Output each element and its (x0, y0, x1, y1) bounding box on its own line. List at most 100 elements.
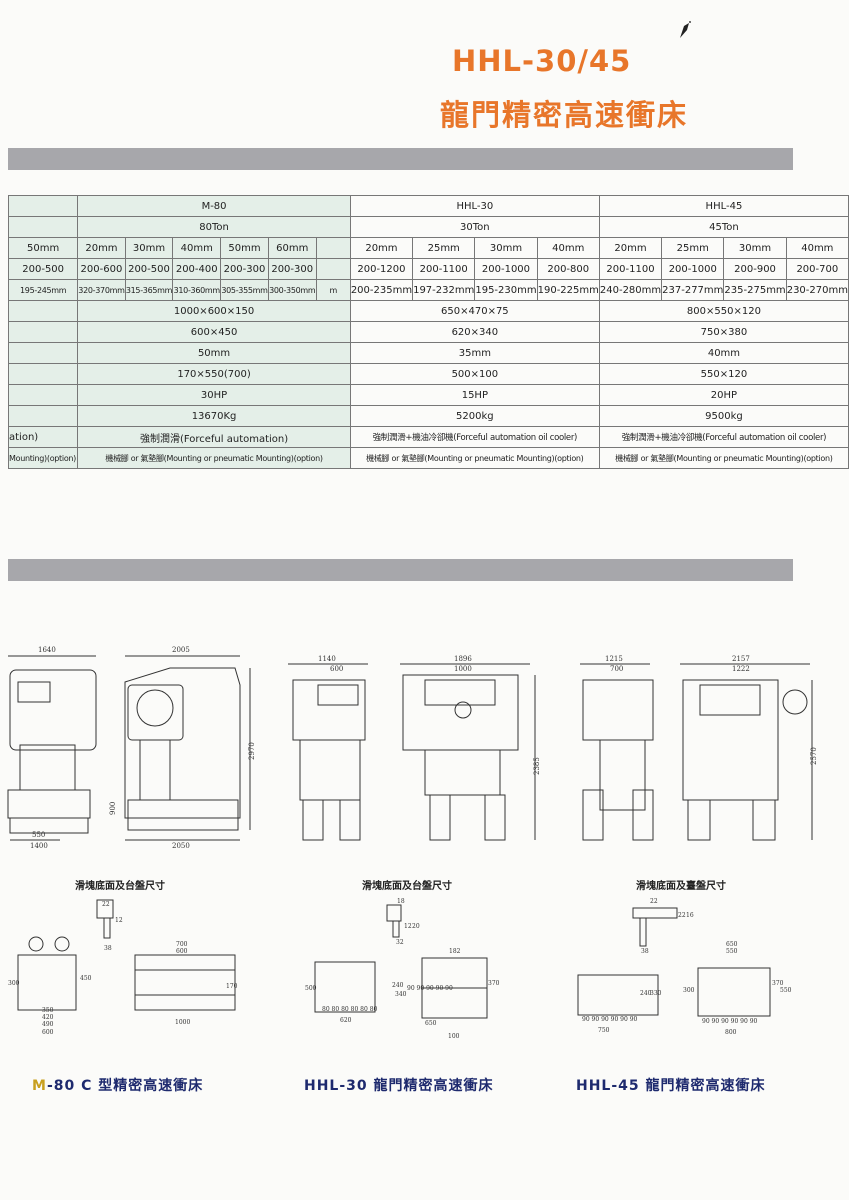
adjust-m80: 50mm (77, 342, 351, 364)
weight-hhl45: 9500kg (598, 405, 849, 427)
spm-cell: 200-800 (536, 258, 600, 280)
spm-cell: 200-600 (77, 258, 126, 280)
dim-hhl30-2385: 2385 (533, 757, 541, 775)
die-height-cell: 237-277mm (661, 279, 725, 301)
dim-hhl45-2157: 2157 (732, 655, 750, 663)
dim: 22 (678, 912, 686, 919)
spm-cell: 200-500 (7, 258, 79, 280)
bolster-hhl45: 800×550×120 (598, 300, 849, 322)
motor-hhl30: 15HP (349, 384, 600, 406)
dim: 18 (397, 898, 405, 905)
dim: 240 (392, 982, 404, 989)
die-height-cell: 200-235mm (349, 279, 414, 301)
table-row: 170×550(700) 500×100 550×120 (7, 363, 849, 385)
table-row: Mounting)(option) 機械腳 or 氣墊腳(Mounting or… (7, 447, 849, 469)
dim: 38 (104, 945, 112, 952)
dim: 90 90 90 90 90 90 (582, 1016, 638, 1023)
table-row: 50mm 20mm 30mm 40mm 50mm 60mm 20mm 25mm … (7, 237, 849, 259)
dim: 22 (102, 901, 110, 908)
model-name-m80: M-80 (77, 195, 351, 217)
dim: 420 (42, 1014, 54, 1021)
dim: 300 (683, 987, 695, 994)
spm-cell: 200-1000 (474, 258, 538, 280)
table-row: 200-500 200-600 200-500 200-400 200-300 … (7, 258, 849, 280)
spm-cell: 200-400 (172, 258, 222, 280)
dim: 340 (395, 991, 407, 998)
dim: 650 (425, 1020, 437, 1027)
lubrication-lead: ation) (7, 426, 79, 448)
dim: 240 (640, 990, 652, 997)
dim-m80-550: 550 (32, 831, 45, 839)
opening-hhl45: 550×120 (598, 363, 849, 385)
dim: 750 (598, 1027, 610, 1034)
stroke-cell: 30mm (124, 237, 174, 259)
dim-m80-1400: 1400 (30, 842, 48, 850)
stroke-cell: 50mm (7, 237, 79, 259)
stroke-cell: 50mm (220, 237, 269, 259)
footer-m80-label: -80 C 型精密高速衝床 (46, 1078, 204, 1094)
table-row: 30HP 15HP 20HP (7, 384, 849, 406)
dim: 80 80 80 80 80 80 (322, 1006, 378, 1013)
adjust-hhl45: 40mm (598, 342, 849, 364)
hhl45-sub-drawing: 22 22 16 38 240 330 90 90 90 90 90 90 75… (577, 898, 792, 1036)
stroke-cell: 25mm (661, 237, 725, 259)
dim: 20 (412, 923, 420, 930)
capacity-hhl30: 30Ton (349, 216, 600, 238)
spm-cell: 200-300 (267, 258, 317, 280)
stroke-cell: 30mm (723, 237, 787, 259)
dim-hhl45-2570: 2570 (810, 747, 818, 765)
hhl30-drawing: 1140 600 1896 1000 2385 (288, 655, 541, 841)
die-height-cell: 190-225mm (536, 279, 600, 301)
dim-hhl30-1140: 1140 (318, 655, 336, 663)
spm-cell: 200-500 (124, 258, 174, 280)
stroke-cell: 40mm (172, 237, 222, 259)
dim-hhl30-1896: 1896 (454, 655, 472, 663)
stroke-cell: 30mm (474, 237, 538, 259)
die-height-cell: 310-360mm (172, 279, 222, 301)
model-title: HHL-30/45 (452, 44, 632, 78)
opening-hhl30: 500×100 (349, 363, 600, 385)
spm-cell: 200-1000 (661, 258, 725, 280)
capacity-hhl45: 45Ton (598, 216, 849, 238)
stroke-cell: 25mm (412, 237, 476, 259)
dim: 12 (115, 917, 123, 924)
table-row: 13670Kg 5200kg 9500kg (7, 405, 849, 427)
dim: 1000 (175, 1019, 190, 1026)
die-height-cell: 320-370mm (77, 279, 126, 301)
dim: 90 90 90 90 90 (407, 985, 453, 992)
dim: 350 (42, 1007, 54, 1014)
dim-m80-2970: 2970 (248, 742, 256, 760)
dim: 650 (726, 941, 738, 948)
motor-hhl45: 20HP (598, 384, 849, 406)
footer-hhl30: HHL-30 龍門精密高速衝床 (304, 1078, 494, 1094)
section-band-drawings (8, 559, 793, 581)
m80-drawing: 1640 550 1400 2005 2970 900 2050 (7, 646, 256, 850)
dim: 12 (404, 923, 412, 930)
mounting-hhl30: 機械腳 or 氣墊腳(Mounting or pneumatic Mountin… (349, 447, 600, 469)
product-title: 龍門精密高速衝床 (440, 98, 689, 132)
bolster-m80: 1000×600×150 (77, 300, 351, 322)
stroke-cell: 20mm (598, 237, 663, 259)
model-name-hhl30: HHL-30 (349, 195, 600, 217)
table-row: 195-245mm 320-370mm 315-365mm 310-360mm … (7, 279, 849, 301)
m80-sub-caption: 滑塊底面及台盤尺寸 (75, 881, 165, 892)
dim-m80-2005: 2005 (172, 646, 190, 654)
dim: 620 (340, 1017, 352, 1024)
stroke-cell: 40mm (536, 237, 600, 259)
dim: 100 (448, 1033, 460, 1040)
dim: 16 (686, 912, 694, 919)
capacity-m80: 80Ton (77, 216, 351, 238)
dim: 300 (8, 980, 20, 987)
opening-m80: 170×550(700) (77, 363, 351, 385)
spm-cell: 200-1100 (412, 258, 476, 280)
die-height-cell: 235-275mm (723, 279, 787, 301)
dim: 370 (488, 980, 500, 987)
dim-m80-900: 900 (109, 802, 117, 815)
motor-m80: 30HP (77, 384, 351, 406)
dim-m80-1640: 1640 (38, 646, 56, 654)
dim: 38 (641, 948, 649, 955)
adjust-hhl30: 35mm (349, 342, 600, 364)
die-height-cell: 195-245mm (7, 279, 79, 301)
dim: 490 (42, 1021, 54, 1028)
dim: 32 (396, 939, 404, 946)
